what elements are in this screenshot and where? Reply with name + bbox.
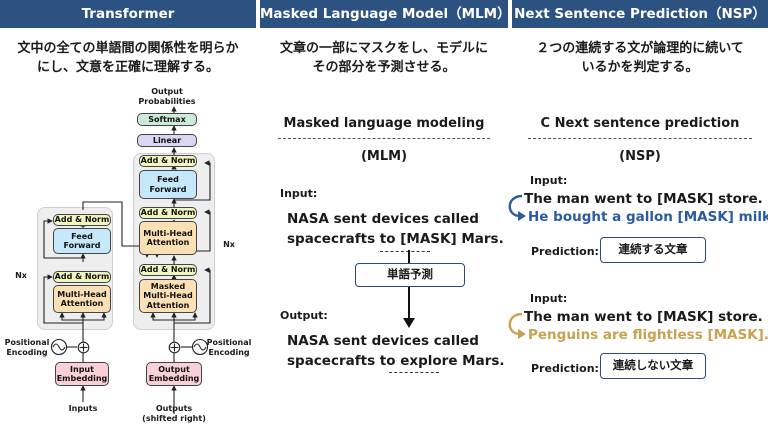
sine-wave-icon (181, 338, 209, 356)
label-line: Output (151, 87, 183, 96)
block-line: Attention (146, 238, 190, 247)
decoder-nx-label: Nx (223, 240, 235, 249)
nsp-sentence-2a: The man went to [MASK] store. (524, 309, 763, 325)
input-embedding-block: Input Embedding (55, 362, 109, 386)
diagram-connectors (43, 106, 211, 414)
nsp-sentence-1a: The man went to [MASK] store. (524, 191, 763, 207)
header-nsp: Next Sentence Prediction（NSP） (512, 0, 768, 28)
description-transformer: 文中の全ての単語間の関係性を明らか にし、文意を正確に理解する。 (0, 39, 256, 77)
block-line: Embedding (148, 374, 200, 383)
output-probabilities-label: Output Probabilities (137, 87, 197, 106)
mlm-input-label: Input: (280, 187, 318, 200)
sine-wave-icon (50, 338, 77, 356)
nsp-prediction-label-1: Prediction: (531, 245, 599, 258)
decoder-masked-multi-head-attention: Masked Multi-Head Attention (139, 279, 197, 313)
nsp-subtitle: (NSP) (619, 149, 661, 164)
label-line: Encoding (208, 347, 250, 357)
text-line: NASA sent devices called (287, 333, 479, 349)
down-arrow-icon (403, 250, 415, 328)
block-line: Multi-Head (143, 291, 193, 301)
block-line: Output (158, 364, 190, 374)
block-line: Forward (63, 241, 101, 250)
nsp-input-label-2: Input: (530, 292, 568, 305)
description-line: 文中の全ての単語間の関係性を明らか (17, 41, 239, 56)
block-line: Masked (150, 281, 186, 291)
linear-block: Linear (137, 134, 197, 147)
mlm-title: Masked language modeling (283, 116, 485, 131)
description-line: ２つの連続する文が論理的に続いて (536, 41, 744, 56)
decoder-add-norm-bottom: Add & Norm (139, 264, 197, 276)
plus-circle-icon (168, 341, 181, 354)
nsp-sentence-2b: Penguins are flightless [MASK]. (528, 327, 768, 343)
block-line: Feed (157, 175, 179, 184)
mlm-title-divider (278, 138, 490, 139)
block-line: Multi-Head (57, 289, 107, 299)
block-line: Attention (60, 299, 104, 308)
label-line: (shifted right) (142, 413, 206, 423)
description-line: 文章の一部にマスクをし、モデルに (279, 41, 488, 56)
header-transformer: Transformer (0, 0, 256, 28)
word-prediction-box: 単語予測 (355, 263, 465, 287)
encoder-add-norm-top: Add & Norm (53, 214, 111, 226)
softmax-block: Softmax (137, 113, 197, 126)
description-mlm: 文章の一部にマスクをし、モデルに その部分を予測させる。 (260, 39, 508, 77)
block-line: Input (70, 364, 94, 374)
block-line: Attention (146, 300, 190, 310)
nsp-input-label-1: Input: (530, 174, 568, 187)
mlm-output-text: NASA sent devices called spacecrafts to … (287, 331, 507, 371)
prediction-underline (389, 372, 439, 373)
text-line: spacecrafts to explore Mars. (287, 353, 505, 369)
nsp-title: C Next sentence prediction (540, 116, 740, 131)
label-line: Outputs (155, 404, 193, 413)
encoder-multi-head-attention: Multi-Head Attention (53, 285, 111, 313)
positional-encoding-label-left: Positional Encoding (4, 338, 50, 357)
mlm-subtitle: (MLM) (360, 149, 408, 164)
description-nsp: ２つの連続する文が論理的に続いて いるかを判定する。 (512, 39, 768, 77)
nsp-sentence-1b: He bought a gallon [MASK] milk. (528, 209, 768, 225)
mask-underline (380, 251, 430, 252)
block-line: Embedding (56, 374, 108, 383)
encoder-feed-forward: Feed Forward (53, 228, 111, 254)
text-line: NASA sent devices called (287, 211, 479, 227)
curved-arrow-icon (508, 194, 526, 221)
inputs-label: Inputs (68, 404, 98, 413)
block-line: Forward (149, 184, 187, 194)
output-embedding-block: Output Embedding (146, 362, 202, 386)
label-line: Positional (206, 338, 252, 347)
nsp-prediction-box-1: 連続する文章 (600, 237, 706, 263)
header-mlm: Masked Language Model（MLM） (260, 0, 511, 28)
description-line: にし、文意を正確に理解する。 (36, 60, 219, 75)
decoder-add-norm-top: Add & Norm (139, 155, 197, 167)
block-line: Multi-Head (143, 228, 193, 238)
nsp-prediction-box-2: 連続しない文章 (600, 353, 706, 379)
block-line: Feed (71, 231, 93, 241)
nsp-prediction-label-2: Prediction: (531, 362, 599, 375)
mlm-input-text: NASA sent devices called spacecrafts to … (287, 209, 507, 249)
label-line: Probabilities (138, 96, 196, 106)
description-line: その部分を予測させる。 (312, 60, 456, 75)
decoder-add-norm-middle: Add & Norm (139, 207, 197, 219)
text-line: spacecrafts to [MASK] Mars. (287, 231, 504, 247)
nsp-title-divider (528, 138, 752, 139)
positional-encoding-label-right: Positional Encoding (205, 338, 253, 357)
label-line: Encoding (6, 347, 48, 357)
description-line: いるかを判定する。 (581, 60, 699, 75)
mlm-output-label: Output: (280, 309, 328, 322)
label-line: Positional (4, 338, 50, 347)
outputs-label: Outputs (shifted right) (138, 404, 210, 423)
encoder-nx-label: Nx (15, 271, 27, 280)
decoder-multi-head-attention: Multi-Head Attention (139, 221, 197, 255)
plus-circle-icon (77, 341, 90, 354)
encoder-add-norm-bottom: Add & Norm (53, 271, 111, 283)
curved-arrow-icon (508, 312, 526, 339)
decoder-feed-forward: Feed Forward (139, 170, 197, 199)
